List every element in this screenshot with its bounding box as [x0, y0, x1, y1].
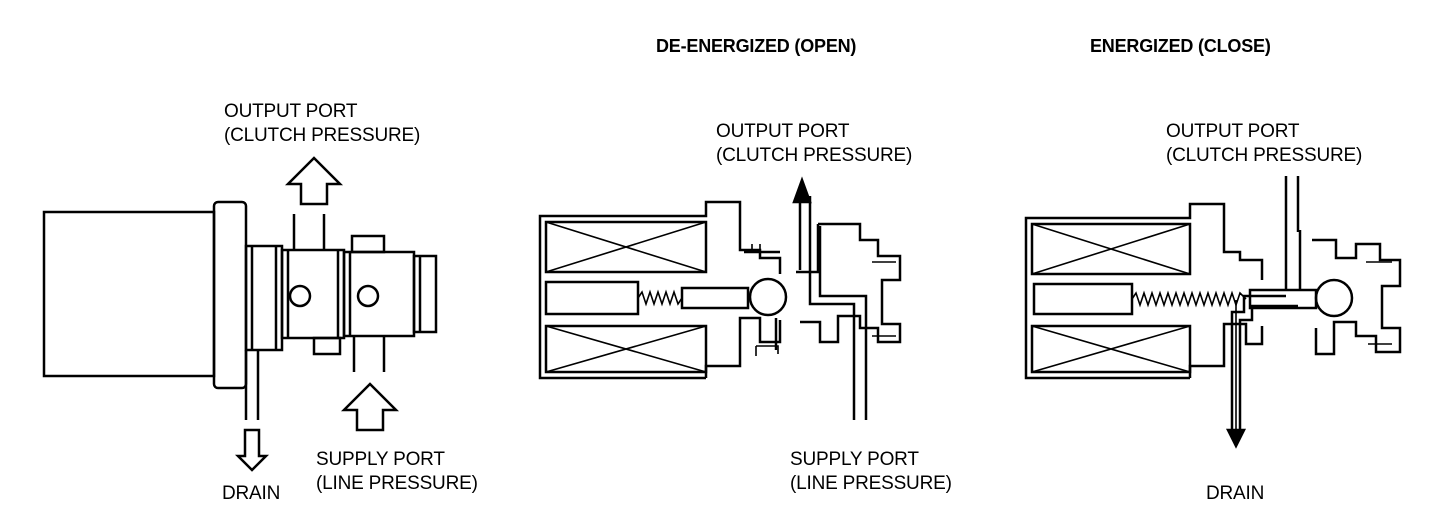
coil-upper — [544, 220, 708, 274]
drain-flow-arrow — [1225, 428, 1247, 449]
spring — [637, 289, 683, 307]
middle-supply-port-sublabel: (LINE PRESSURE) — [790, 473, 952, 494]
output-flow-arrow — [792, 176, 812, 204]
stem — [680, 286, 750, 310]
output-flow-arrow — [284, 156, 344, 206]
coil-lower — [544, 324, 708, 374]
mounting-flange — [212, 200, 248, 390]
de-energized-section — [538, 176, 902, 420]
right-output-port-label: OUTPUT PORT — [1166, 121, 1300, 142]
check-ball — [748, 277, 788, 317]
coil-lower — [1030, 324, 1192, 374]
energized-section — [1024, 176, 1402, 449]
left-output-port-sublabel: (CLUTCH PRESSURE) — [224, 125, 421, 146]
solenoid-body — [42, 210, 216, 378]
spring — [1131, 290, 1247, 308]
supply-flow-arrow — [340, 382, 400, 432]
middle-output-port-label: OUTPUT PORT — [716, 121, 850, 142]
left-drain-label: DRAIN — [222, 483, 281, 504]
middle-supply-port-label: SUPPLY PORT — [790, 449, 919, 470]
header-de-energized: DE-ENERGIZED (OPEN) — [656, 36, 857, 56]
drain-flow-arrow — [234, 428, 270, 472]
left-supply-port-label: SUPPLY PORT — [316, 449, 445, 470]
right-drain-label: DRAIN — [1206, 483, 1265, 504]
middle-output-port-sublabel: (CLUTCH PRESSURE) — [716, 145, 913, 166]
check-ball — [1314, 278, 1354, 318]
valve-tip — [412, 254, 438, 334]
coil-upper — [1030, 222, 1192, 276]
header-energized: ENERGIZED (CLOSE) — [1090, 36, 1271, 56]
solenoid-exterior-view — [42, 156, 438, 472]
left-output-port-label: OUTPUT PORT — [224, 101, 358, 122]
left-supply-port-sublabel: (LINE PRESSURE) — [316, 473, 478, 494]
plunger — [544, 280, 640, 316]
port-hole-1 — [288, 284, 312, 308]
plunger — [1032, 282, 1134, 316]
right-output-port-sublabel: (CLUTCH PRESSURE) — [1166, 145, 1363, 166]
port-hole-2 — [356, 284, 380, 308]
